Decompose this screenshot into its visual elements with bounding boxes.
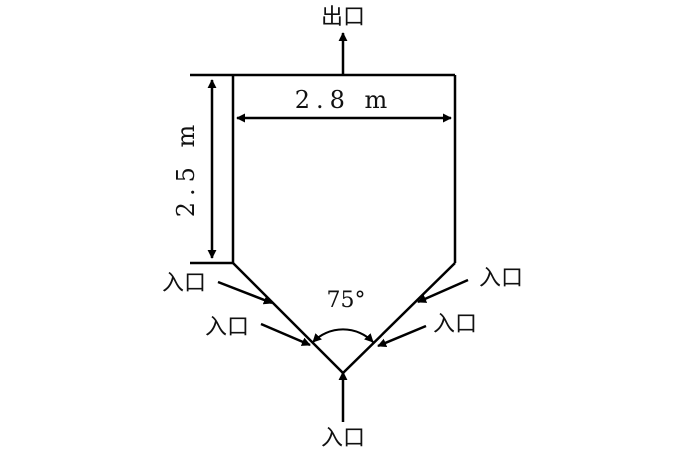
- inlet-label-right-lower: 入口: [433, 312, 477, 337]
- left-cone-wall: [232, 262, 344, 374]
- width-dimension-label: 2.8 m: [295, 86, 394, 114]
- inlet-arrow-right-lower: [377, 324, 427, 348]
- angle-arc: [312, 328, 374, 343]
- inlet-label-right-upper: 入口: [479, 266, 523, 291]
- inlet-label-left-lower: 入口: [205, 315, 249, 340]
- height-dimension-label: 2.5 m: [172, 119, 200, 218]
- inlet-arrow-left-upper: [217, 280, 273, 305]
- inlet-arrow-left-lower: [260, 322, 311, 347]
- hopper-outline: [190, 73, 457, 374]
- angle-label: 75°: [327, 288, 366, 313]
- inlet-label-left-upper: 入口: [162, 271, 206, 296]
- inlet-arrows: [217, 278, 469, 422]
- inlet-arrow-right-upper: [417, 278, 469, 304]
- outlet-label: 出口: [321, 5, 365, 30]
- inlet-label-bottom: 入口: [321, 426, 365, 451]
- right-cone-wall: [342, 262, 456, 374]
